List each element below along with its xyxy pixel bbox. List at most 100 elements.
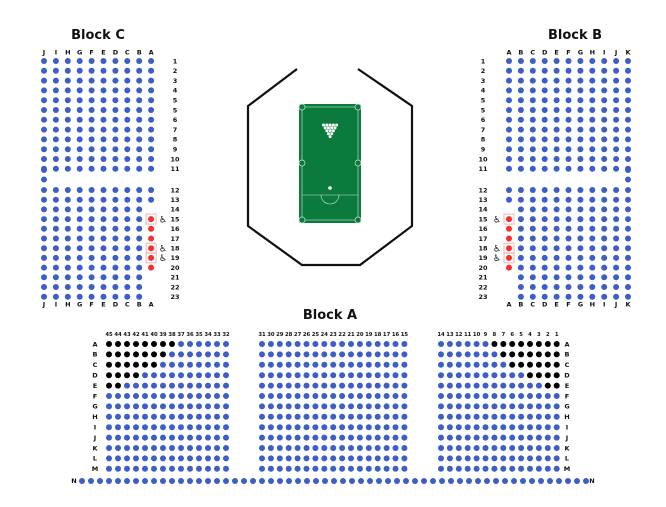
seat[interactable] — [76, 67, 83, 74]
seat[interactable] — [517, 225, 524, 232]
seat[interactable] — [205, 403, 211, 410]
seat[interactable] — [52, 206, 59, 213]
seat[interactable] — [276, 403, 283, 410]
seat[interactable] — [527, 465, 533, 472]
seat[interactable] — [625, 87, 631, 94]
seat[interactable] — [601, 264, 608, 271]
seat[interactable] — [142, 413, 148, 420]
seat[interactable] — [517, 206, 524, 213]
seat[interactable] — [124, 245, 131, 252]
seat[interactable] — [509, 393, 516, 399]
seat[interactable] — [553, 413, 560, 420]
seat[interactable] — [169, 413, 175, 420]
seat[interactable] — [491, 455, 498, 462]
seat[interactable] — [64, 67, 71, 74]
seat[interactable] — [76, 216, 83, 223]
seat[interactable] — [100, 225, 107, 232]
seat[interactable] — [518, 413, 525, 420]
seat[interactable] — [205, 455, 211, 462]
seat[interactable] — [100, 116, 107, 123]
seat[interactable] — [565, 136, 572, 143]
seat[interactable] — [577, 165, 584, 172]
sold-seat[interactable] — [527, 372, 533, 379]
seat[interactable] — [473, 393, 480, 399]
seat[interactable] — [88, 97, 95, 104]
seat[interactable] — [187, 455, 193, 462]
seat[interactable] — [491, 465, 498, 472]
seat[interactable] — [589, 254, 596, 261]
seat[interactable] — [577, 284, 584, 290]
seat[interactable] — [464, 393, 471, 399]
seat[interactable] — [392, 465, 399, 472]
seat[interactable] — [541, 196, 548, 203]
seat[interactable] — [517, 126, 524, 133]
seat[interactable] — [577, 77, 584, 84]
seat[interactable] — [517, 87, 524, 94]
seat[interactable] — [365, 465, 372, 472]
sold-seat[interactable] — [133, 351, 139, 358]
seat[interactable] — [553, 196, 560, 203]
seat[interactable] — [482, 465, 489, 472]
seat[interactable] — [401, 445, 408, 451]
seat[interactable] — [365, 424, 372, 431]
seat[interactable] — [448, 478, 454, 484]
seat[interactable] — [136, 77, 143, 84]
seat[interactable] — [313, 478, 319, 484]
seat[interactable] — [88, 478, 94, 484]
seat[interactable] — [178, 372, 184, 379]
seat[interactable] — [392, 403, 399, 410]
seat[interactable] — [321, 351, 328, 358]
seat[interactable] — [88, 156, 95, 162]
seat[interactable] — [285, 413, 292, 420]
seat[interactable] — [41, 274, 47, 281]
seat[interactable] — [356, 403, 363, 410]
seat[interactable] — [142, 382, 148, 389]
seat[interactable] — [115, 413, 121, 420]
seat[interactable] — [500, 445, 507, 451]
seat[interactable] — [446, 361, 453, 368]
sold-seat[interactable] — [133, 361, 139, 368]
seat[interactable] — [517, 67, 524, 74]
seat[interactable] — [124, 116, 131, 123]
sold-seat[interactable] — [535, 372, 542, 379]
seat[interactable] — [527, 413, 533, 420]
seat[interactable] — [339, 465, 346, 472]
seat[interactable] — [509, 382, 516, 389]
seat[interactable] — [601, 136, 608, 143]
seat[interactable] — [52, 97, 59, 104]
sold-seat[interactable] — [535, 341, 542, 347]
seat[interactable] — [482, 445, 489, 451]
seat[interactable] — [589, 225, 596, 232]
seat[interactable] — [169, 445, 175, 451]
seat[interactable] — [506, 187, 512, 193]
seat[interactable] — [565, 58, 572, 64]
seat[interactable] — [392, 445, 399, 451]
seat[interactable] — [303, 413, 310, 420]
seat[interactable] — [527, 424, 533, 431]
seat[interactable] — [321, 455, 328, 462]
seat[interactable] — [535, 382, 542, 389]
sold-seat[interactable] — [527, 351, 533, 358]
seat[interactable] — [374, 465, 381, 472]
seat[interactable] — [100, 136, 107, 143]
seat[interactable] — [565, 126, 572, 133]
seat[interactable] — [529, 235, 536, 242]
seat[interactable] — [518, 372, 525, 379]
seat[interactable] — [348, 382, 354, 389]
sold-seat[interactable] — [133, 372, 139, 379]
seat[interactable] — [124, 264, 131, 271]
seat[interactable] — [506, 107, 512, 113]
seat[interactable] — [625, 274, 631, 281]
seat[interactable] — [100, 274, 107, 281]
seat[interactable] — [529, 284, 536, 290]
seat[interactable] — [142, 372, 148, 379]
seat[interactable] — [136, 107, 143, 113]
seat[interactable] — [565, 206, 572, 213]
seat[interactable] — [160, 445, 166, 451]
seat[interactable] — [303, 351, 310, 358]
seat[interactable] — [321, 445, 328, 451]
seat[interactable] — [565, 97, 572, 104]
seat[interactable] — [205, 478, 211, 484]
seat[interactable] — [259, 465, 265, 472]
seat[interactable] — [187, 372, 193, 379]
